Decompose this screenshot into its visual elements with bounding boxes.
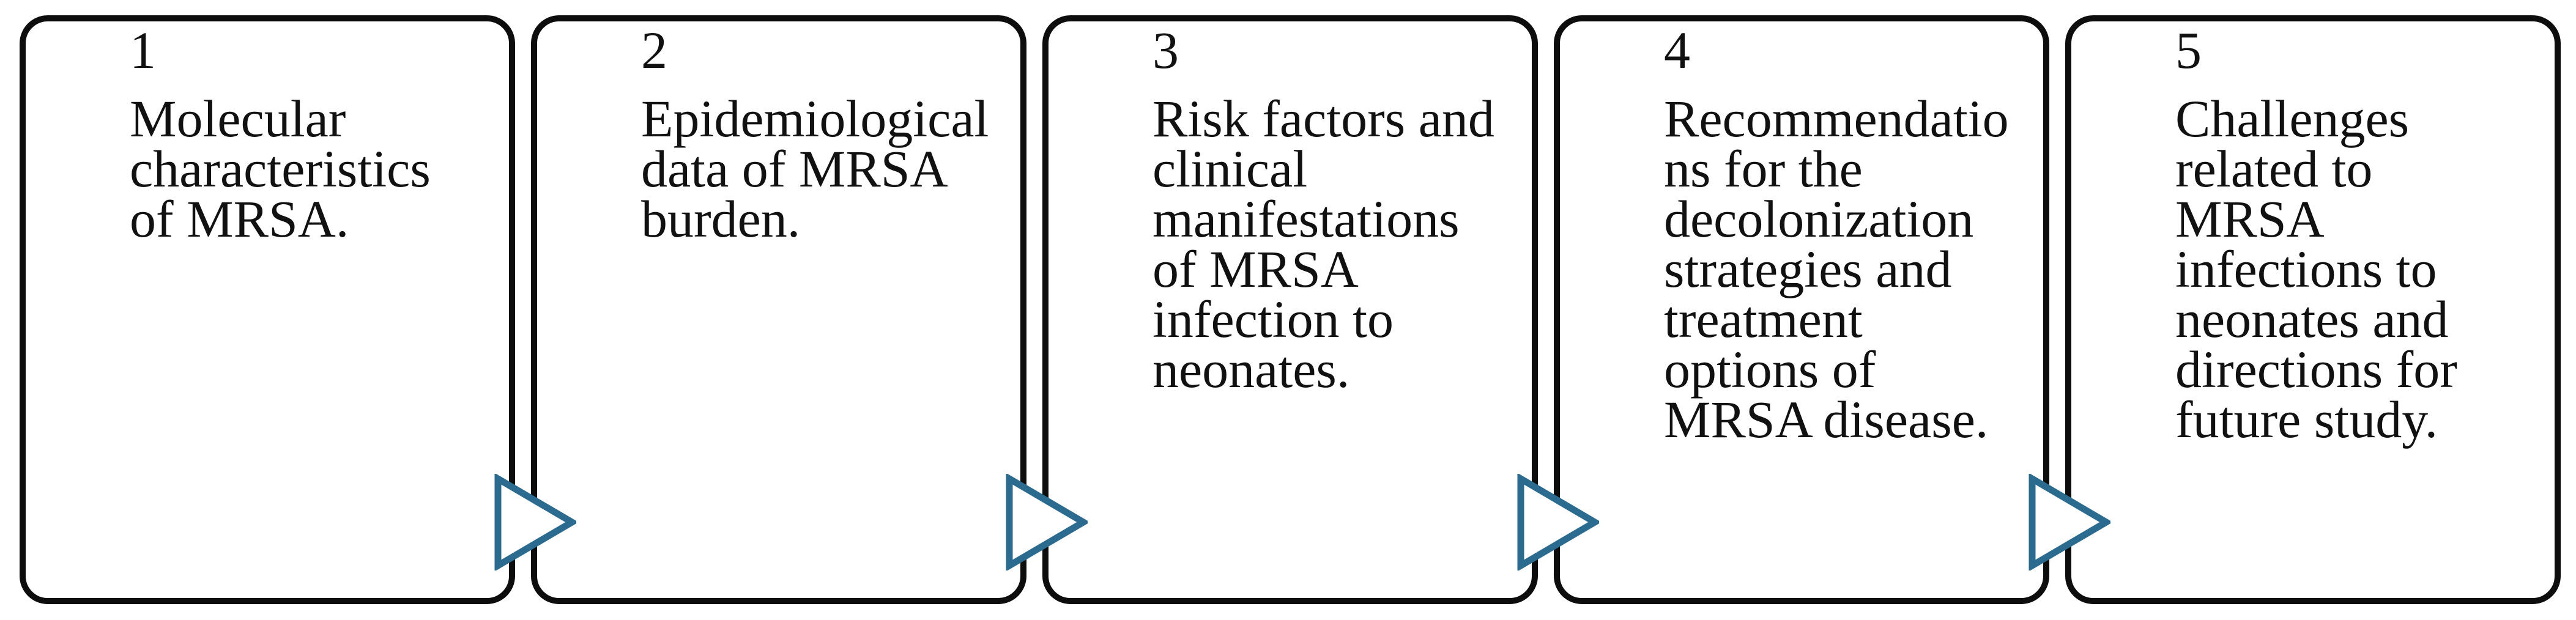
text-line: ns for the (1664, 139, 1863, 198)
right-triangle-arrow-icon (494, 474, 576, 570)
step-number: 4 (1664, 21, 1690, 79)
text-line: infection to (1153, 290, 1394, 349)
text-line: infections to (2175, 240, 2437, 298)
text-line: data of MRSA (641, 139, 948, 198)
text-line: of MRSA. (130, 190, 349, 248)
text-line: clinical (1153, 139, 1308, 198)
right-triangle-arrow-icon (1517, 474, 1599, 570)
text-line: treatment (1664, 290, 1863, 349)
text-line: Molecular (130, 89, 346, 148)
right-triangle-arrow-icon (2029, 474, 2110, 570)
text-line: Recommendatio (1664, 89, 2009, 148)
text-line: related to (2175, 139, 2373, 198)
text-line: Risk factors and (1153, 89, 1494, 148)
text-line: of MRSA (1153, 240, 1359, 298)
text-line: directions for (2175, 340, 2457, 399)
text-line: burden. (641, 190, 801, 248)
text-line: options of (1664, 340, 1876, 399)
text-line: Challenges (2175, 89, 2410, 148)
step-number: 3 (1153, 21, 1179, 79)
step-number: 1 (130, 21, 156, 79)
text-line: manifestations (1153, 190, 1460, 248)
right-triangle-arrow-icon (1006, 474, 1088, 570)
text-line: decolonization (1664, 190, 1974, 248)
step-number: 2 (641, 21, 667, 79)
step-number: 5 (2175, 21, 2202, 79)
text-line: MRSA (2175, 190, 2325, 248)
text-line: characteristics (130, 139, 431, 198)
text-line: Epidemiological (641, 89, 989, 148)
text-line: strategies and (1664, 240, 1952, 298)
text-line: future study. (2175, 390, 2438, 449)
text-line: neonates. (1153, 340, 1350, 399)
text-line: neonates and (2175, 290, 2449, 349)
text-line: MRSA disease. (1664, 390, 1989, 449)
